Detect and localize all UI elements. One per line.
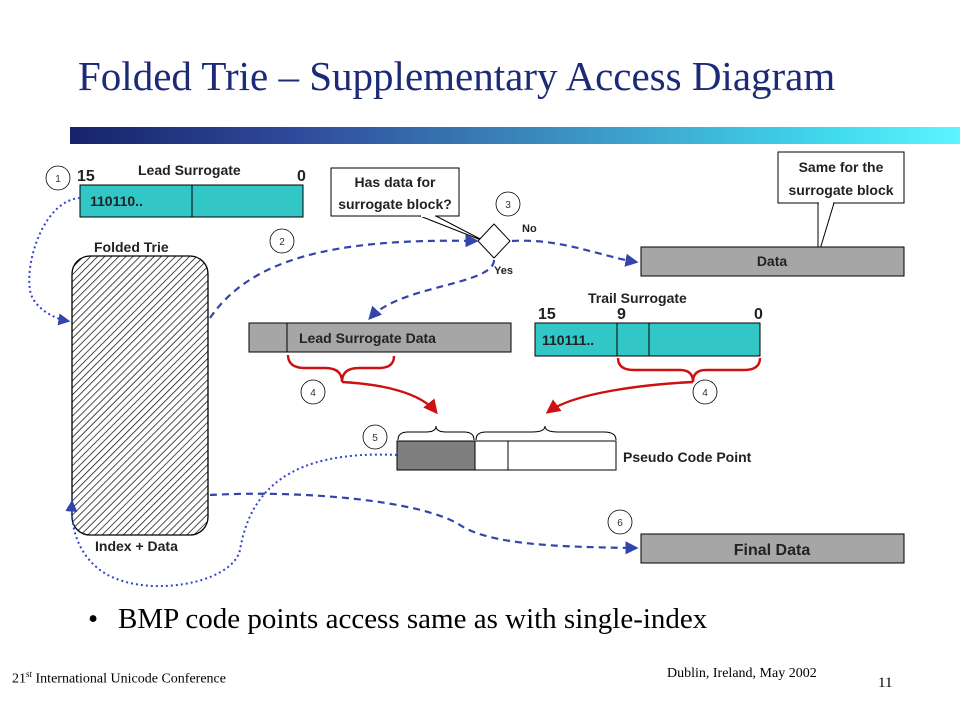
lead-surrogate-label: Lead Surrogate bbox=[138, 162, 241, 178]
trail-surrogate-box bbox=[534, 322, 761, 357]
trail-surrogate-value: 110111.. bbox=[542, 332, 594, 348]
step-circle bbox=[692, 379, 718, 405]
lead-surrogate-value: 110110.. bbox=[90, 193, 143, 209]
footer-ordinal-suffix: st bbox=[26, 669, 33, 679]
decision-to-lead-data-arrow bbox=[368, 259, 496, 320]
lead-surrogate-data-label: Lead Surrogate Data bbox=[299, 330, 436, 346]
question-callout: Has data for surrogate block? bbox=[330, 167, 487, 243]
step-number: 1 bbox=[55, 174, 61, 185]
trail-surrogate-label: Trail Surrogate bbox=[588, 290, 687, 306]
index-data-label: Index + Data bbox=[95, 538, 178, 554]
step-circle bbox=[300, 379, 326, 405]
final-data-box: Final Data bbox=[640, 533, 905, 564]
slide-title: Folded Trie – Supplementary Access Diagr… bbox=[78, 53, 836, 99]
footer-conference-name: International Unicode Conference bbox=[35, 671, 226, 687]
folded-trie-block bbox=[71, 255, 209, 536]
folded-trie-label: Folded Trie bbox=[94, 239, 169, 255]
dotted-arrows bbox=[28, 197, 398, 588]
final-data-label: Final Data bbox=[734, 542, 811, 559]
same-line-2: surrogate block bbox=[788, 182, 893, 198]
step-circle bbox=[269, 228, 295, 254]
step-number: 5 bbox=[372, 433, 378, 444]
trail-arrow bbox=[545, 380, 694, 414]
decision: No Yes bbox=[477, 223, 537, 277]
lead-bit-high: 15 bbox=[77, 168, 95, 185]
step-circle bbox=[607, 509, 633, 535]
decision-yes-label: Yes bbox=[494, 265, 513, 277]
step-number: 6 bbox=[617, 518, 623, 529]
lead-bit-low: 0 bbox=[297, 168, 306, 185]
question-callout-box bbox=[330, 167, 460, 217]
trail-bit-mid: 9 bbox=[617, 306, 626, 323]
decision-to-data-arrow bbox=[511, 239, 639, 267]
data-box: Data bbox=[640, 246, 905, 277]
decision-no-label: No bbox=[522, 223, 537, 235]
lead-surrogate: Lead Surrogate 15 0 110110.. bbox=[77, 162, 306, 218]
question-callout-pointer bbox=[419, 215, 487, 243]
title-gradient-bar bbox=[70, 127, 960, 144]
flow-arrows bbox=[209, 234, 639, 555]
bullet-icon: • bbox=[88, 603, 99, 635]
question-line-1: Has data for bbox=[355, 174, 436, 190]
lead-surrogate-data: Lead Surrogate Data bbox=[248, 322, 512, 353]
trail-surrogate: Trail Surrogate 15 9 0 110111.. bbox=[534, 290, 763, 357]
footer-ordinal: 21 bbox=[12, 671, 26, 687]
footer-location: Dublin, Ireland, May 2002 bbox=[667, 666, 817, 681]
step-circle bbox=[362, 424, 388, 450]
lead-data-arrow bbox=[341, 380, 438, 415]
bullet-text: BMP code points access same as with sing… bbox=[118, 603, 708, 635]
step-number: 3 bbox=[505, 200, 511, 211]
footer-conference: 21st International Unicode Conference bbox=[12, 669, 226, 688]
pseudo-right-brace bbox=[475, 425, 617, 441]
folded-trie: Folded Trie Index + Data bbox=[71, 239, 209, 554]
pseudo-to-trie-dotted-arrow bbox=[65, 453, 398, 588]
lead-to-trie-dotted-arrow bbox=[28, 197, 81, 326]
step-circle bbox=[495, 191, 521, 217]
same-callout: Same for the surrogate block bbox=[777, 151, 905, 257]
decision-diamond bbox=[477, 223, 511, 259]
slide-number: 11 bbox=[878, 675, 893, 691]
step-number: 4 bbox=[310, 388, 316, 399]
question-line-2: surrogate block? bbox=[338, 196, 452, 212]
step-number: 2 bbox=[279, 237, 285, 248]
trail-bit-high: 15 bbox=[538, 306, 556, 323]
pseudo-code-point-label: Pseudo Code Point bbox=[623, 449, 752, 465]
data-box-label: Data bbox=[757, 253, 788, 269]
lead-data-brace bbox=[286, 354, 396, 383]
bullet-point: • BMP code points access same as with sin… bbox=[88, 603, 707, 636]
same-callout-box bbox=[777, 151, 905, 204]
step-circle bbox=[45, 165, 71, 191]
pseudo-code-point: Pseudo Code Point bbox=[396, 425, 752, 471]
same-line-1: Same for the bbox=[799, 159, 884, 175]
step-markers: 1 2 3 4 4 5 6 bbox=[45, 165, 718, 535]
trail-bit-low: 0 bbox=[754, 306, 763, 323]
trail-brace bbox=[616, 357, 762, 383]
red-braces bbox=[286, 354, 762, 415]
trie-to-final-data-arrow bbox=[209, 492, 639, 555]
pseudo-left-brace bbox=[397, 425, 475, 441]
trie-to-decision-arrow bbox=[209, 234, 479, 319]
step-number: 4 bbox=[702, 388, 708, 399]
